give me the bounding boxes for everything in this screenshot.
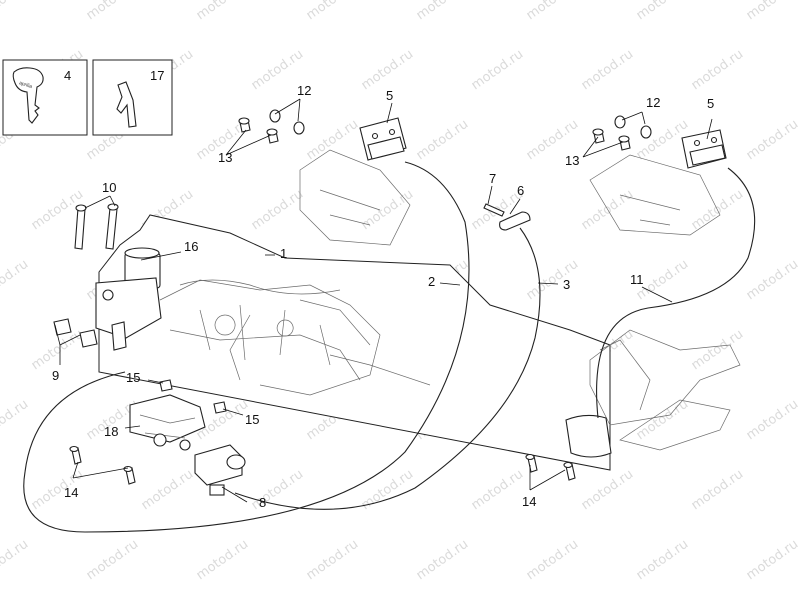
- watermark-text: motod.ru: [304, 537, 361, 583]
- frame-sketch: [159, 279, 431, 396]
- watermark-text: motod.ru: [744, 397, 800, 443]
- watermark-text: motod.ru: [139, 467, 196, 513]
- screw-washer-set-left: [238, 109, 305, 144]
- watermark-text: motod.ru: [689, 47, 746, 93]
- callout-18: 18: [104, 424, 118, 439]
- key-blank-icon: [116, 81, 137, 128]
- watermark-text: motod.ru: [304, 117, 361, 163]
- key-brand-label: aprilia: [18, 80, 33, 90]
- watermark-text: motod.ru: [359, 467, 416, 513]
- watermark-text: motod.ru: [469, 47, 526, 93]
- callout-14-left: 14: [64, 485, 78, 500]
- callout-8: 8: [259, 495, 266, 510]
- watermark-text: motod.ru: [689, 327, 746, 373]
- callout-10: 10: [102, 180, 116, 195]
- callout-16: 16: [184, 239, 198, 254]
- key-inset: aprilia: [2, 59, 173, 136]
- callout-4: 4: [64, 68, 71, 83]
- cable-2: [23, 161, 470, 533]
- callout-5-right: 5: [707, 96, 714, 111]
- watermark-text: motod.ru: [744, 257, 800, 303]
- cable-11: [596, 167, 756, 419]
- leader-lines: [54, 98, 713, 503]
- callout-13-left: 13: [218, 150, 232, 165]
- lock-assembly-18: [129, 394, 206, 451]
- watermark-text: motod.ru: [744, 117, 800, 163]
- watermark-text: motod.ru: [579, 467, 636, 513]
- watermark-text: motod.ru: [304, 0, 361, 23]
- watermark-text: motod.ru: [579, 187, 636, 233]
- watermark-text: motod.ru: [0, 537, 31, 583]
- watermark-text: motod.ru: [469, 467, 526, 513]
- callout-2: 2: [428, 274, 435, 289]
- grommet-9-set: [53, 318, 98, 348]
- actuator-16: [95, 247, 162, 351]
- callout-12-right: 12: [646, 95, 660, 110]
- cable-3: [234, 227, 541, 510]
- watermark-text: motod.ru: [249, 467, 306, 513]
- cable-set: [23, 161, 756, 533]
- callout-17: 17: [150, 68, 164, 83]
- lock-8: [194, 444, 246, 496]
- watermark-text: motod.ru: [414, 0, 471, 23]
- watermark-text: motod.ru: [524, 0, 581, 23]
- watermark-text: motod.ru: [0, 397, 31, 443]
- callout-labels: 1 2 3 4 5 5 6 7 8 9 10 11 12 12 13 13 14…: [52, 68, 714, 510]
- handle-6-pin-7: [483, 203, 531, 231]
- callout-12-left: 12: [297, 83, 311, 98]
- callout-5-left: 5: [386, 88, 393, 103]
- callout-15-left: 15: [126, 370, 140, 385]
- watermark-text: motod.ru: [579, 47, 636, 93]
- callout-6: 6: [517, 183, 524, 198]
- screw-14-set: [69, 445, 576, 485]
- watermark-text: motod.ru: [634, 537, 691, 583]
- tail-section: [565, 329, 741, 458]
- watermark-text: motod.ru: [194, 537, 251, 583]
- callout-15-right: 15: [245, 412, 259, 427]
- callout-7: 7: [489, 171, 496, 186]
- seat-latch-5-left: [299, 117, 411, 246]
- watermark-text: motod.ru: [359, 47, 416, 93]
- watermark-text: motod.ru: [249, 187, 306, 233]
- main-panel: [95, 214, 611, 471]
- seat-latch-5-right: [589, 129, 727, 236]
- callout-9: 9: [52, 368, 59, 383]
- callout-13-right: 13: [565, 153, 579, 168]
- watermark-text: motod.ru: [414, 117, 471, 163]
- callout-3: 3: [563, 277, 570, 292]
- watermark-text: motod.ru: [84, 0, 141, 23]
- watermark-text: motod.ru: [634, 0, 691, 23]
- watermark-text: motod.ru: [414, 537, 471, 583]
- watermark-text: motod.ru: [524, 537, 581, 583]
- watermark-text: motod.ru: [524, 257, 581, 303]
- screw-washer-set-right: [592, 115, 652, 151]
- pin-10-set: [74, 203, 119, 250]
- watermark-text: motod.ru: [0, 0, 31, 23]
- watermark-text: motod.ru: [84, 537, 141, 583]
- callout-1: 1: [280, 246, 287, 261]
- callout-14-right: 14: [522, 494, 536, 509]
- key-icon: aprilia: [12, 67, 44, 124]
- watermark-text: motod.ru: [744, 537, 800, 583]
- watermark-text: motod.ru: [0, 257, 31, 303]
- watermark-text: motod.ru: [194, 0, 251, 23]
- watermark-text: motod.ru: [689, 467, 746, 513]
- watermark-text: motod.ru: [744, 0, 800, 23]
- callout-11: 11: [630, 272, 644, 287]
